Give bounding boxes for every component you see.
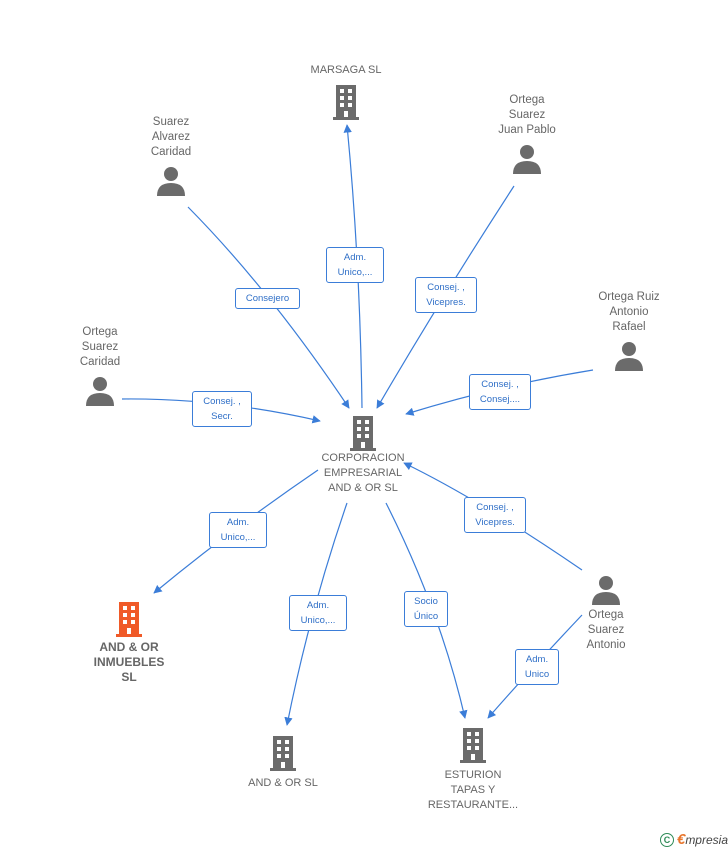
- node-label: CORPORACION EMPRESARIAL AND & OR SL: [321, 452, 405, 494]
- edge-label-ortega-caridad[interactable]: Consej. , Secr.: [192, 391, 252, 427]
- edge-label-esturion-antonio[interactable]: Adm. Unico: [515, 649, 559, 685]
- node-ortega-caridad[interactable]: Ortega Suarez Caridad: [60, 325, 140, 406]
- edge-label-andor[interactable]: Adm. Unico,...: [289, 595, 347, 631]
- node-andor[interactable]: AND & OR SL: [233, 735, 333, 791]
- node-label: AND & OR INMUEBLES SL: [93, 640, 165, 684]
- person-icon: [615, 342, 643, 371]
- node-label: Ortega Suarez Caridad: [79, 326, 121, 368]
- edge-label-suarez-alvarez[interactable]: Consejero: [235, 288, 300, 309]
- node-label: Suarez Alvarez Caridad: [150, 116, 192, 158]
- node-ortega-antonio[interactable]: Ortega Suarez Antonio: [566, 575, 646, 653]
- node-ortega-ruiz[interactable]: Ortega Ruiz Antonio Rafael: [584, 290, 674, 371]
- node-suarez-alvarez[interactable]: Suarez Alvarez Caridad: [131, 115, 211, 196]
- node-marsaga[interactable]: MARSAGA SL: [290, 63, 402, 120]
- edge-label-ortega-ruiz[interactable]: Consej. , Consej....: [469, 374, 531, 410]
- node-label: ESTURION TAPAS Y RESTAURANTE...: [427, 769, 519, 811]
- edge-label-inmuebles[interactable]: Adm. Unico,...: [209, 512, 267, 548]
- building-icon: [116, 602, 142, 637]
- edge-label-esturion-center[interactable]: Socio Único: [404, 591, 448, 627]
- brand-name: mpresia: [685, 833, 728, 847]
- node-label: AND & OR SL: [248, 777, 318, 789]
- node-center[interactable]: CORPORACION EMPRESARIAL AND & OR SL: [308, 415, 418, 496]
- building-icon: [350, 416, 376, 451]
- brand-initial: €: [676, 831, 686, 848]
- copyright-icon: C: [659, 832, 674, 847]
- person-icon: [157, 167, 185, 196]
- node-inmuebles[interactable]: AND & OR INMUEBLES SL: [79, 601, 179, 685]
- node-ortega-juan-pablo[interactable]: Ortega Suarez Juan Pablo: [487, 93, 567, 174]
- person-icon: [513, 145, 541, 174]
- building-icon: [270, 736, 296, 771]
- brand-logo: €mpresia: [677, 831, 728, 848]
- node-esturion[interactable]: ESTURION TAPAS Y RESTAURANTE...: [413, 727, 533, 813]
- node-label: Ortega Suarez Antonio: [586, 609, 626, 651]
- building-icon: [460, 728, 486, 763]
- edge-label-ortega-juan-pablo[interactable]: Consej. , Vicepres.: [415, 277, 477, 313]
- building-icon: [333, 85, 359, 120]
- brand-footer: C €mpresia: [659, 831, 728, 848]
- node-label: Ortega Suarez Juan Pablo: [498, 94, 556, 136]
- edge-label-marsaga[interactable]: Adm. Unico,...: [326, 247, 384, 283]
- node-label: MARSAGA SL: [310, 64, 382, 76]
- edge-label-ortega-antonio-center[interactable]: Consej. , Vicepres.: [464, 497, 526, 533]
- person-icon: [86, 377, 114, 406]
- node-label: Ortega Ruiz Antonio Rafael: [598, 291, 660, 333]
- person-icon: [592, 576, 620, 605]
